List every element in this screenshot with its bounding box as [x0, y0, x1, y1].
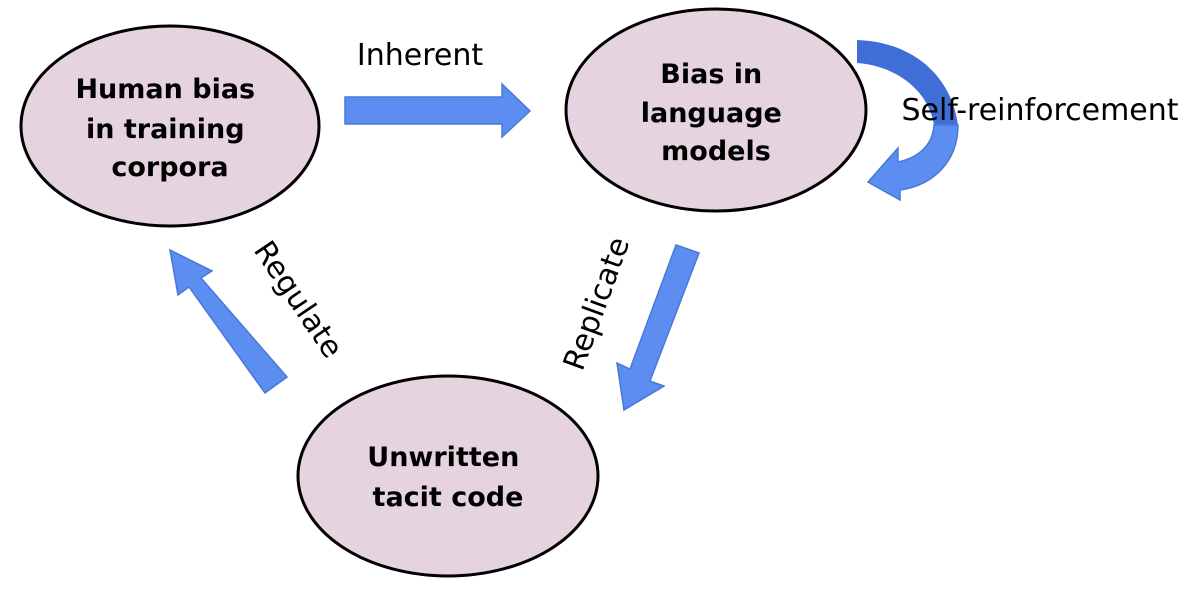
node-tacit-code-label: Unwritten tacit code [367, 442, 528, 513]
node-bias-language-models-line-1: Bias in [660, 59, 762, 90]
node-bias-language-models-line-2: language [641, 98, 782, 129]
self-reinforcement-label: Self-reinforcement [901, 93, 1178, 128]
node-tacit-code-line-2: tacit code [373, 482, 524, 513]
node-tacit-code-line-1: Unwritten [367, 442, 519, 473]
edge-replicate: Replicate [557, 233, 700, 412]
edge-regulate: Regulate [169, 235, 350, 395]
node-human-bias-shape [19, 24, 321, 228]
regulate-label: Regulate [246, 235, 349, 365]
node-human-bias-line-2: in training [86, 114, 245, 145]
inherent-arrow [344, 82, 532, 139]
regulate-arrow [169, 248, 289, 395]
node-tacit-code-shape [296, 374, 600, 578]
self-reinforcement-arrow-top [857, 40, 958, 125]
edge-self-reinforcement: Self-reinforcement [857, 40, 1179, 202]
node-bias-language-models-label: Bias in language models [641, 59, 792, 167]
replicate-arrow [616, 244, 700, 412]
node-human-bias-label: Human bias in training corpora [75, 74, 264, 183]
node-human-bias-line-3: corpora [111, 152, 228, 183]
replicate-label: Replicate [557, 233, 637, 375]
node-bias-language-models-shape [564, 7, 868, 213]
edge-inherent: Inherent [344, 38, 532, 139]
node-human-bias: Human bias in training corpora [19, 24, 321, 228]
node-bias-language-models-line-3: models [661, 136, 771, 167]
node-human-bias-line-1: Human bias [75, 74, 255, 105]
self-reinforcement-arrow-bottom [866, 124, 959, 202]
inherent-label: Inherent [357, 38, 483, 73]
node-tacit-code: Unwritten tacit code [296, 374, 600, 578]
node-bias-language-models: Bias in language models [564, 7, 868, 213]
